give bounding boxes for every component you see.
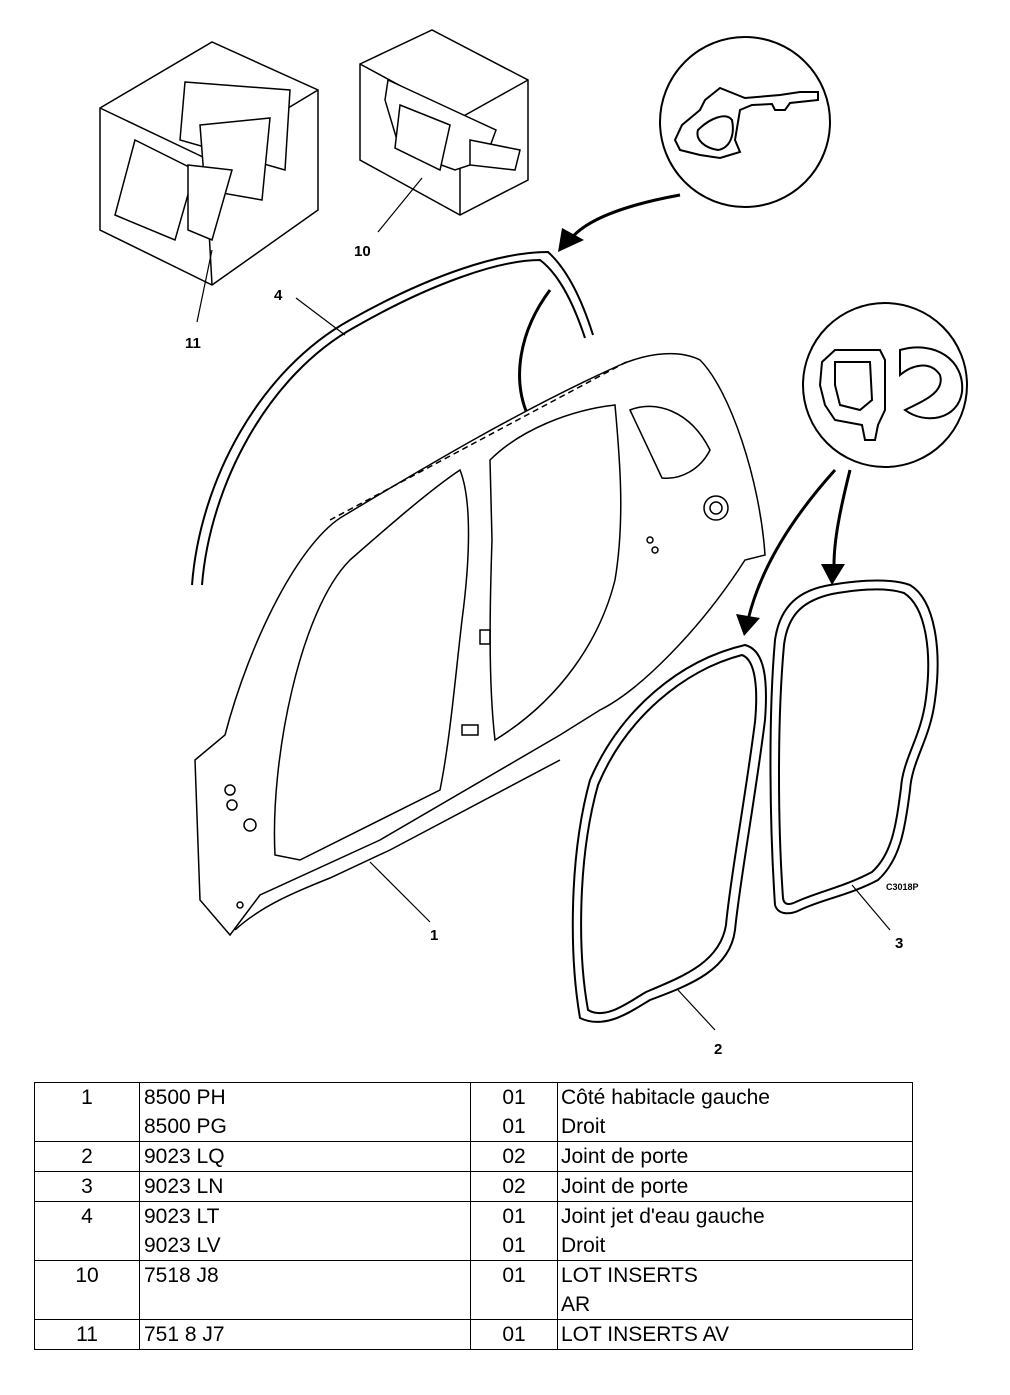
- callout-3: 3: [895, 935, 903, 952]
- front-door-seal: [571, 643, 767, 1023]
- part-reference: 9023 LQ: [139, 1141, 471, 1172]
- quantity: 01: [470, 1319, 558, 1350]
- profile-detail-circle-top: [659, 36, 831, 208]
- description: Joint de porte: [557, 1171, 913, 1202]
- row-number: 10: [34, 1260, 140, 1320]
- row-number: 2: [34, 1141, 140, 1172]
- part-reference: 751 8 J7: [139, 1319, 471, 1350]
- row-number: 3: [34, 1171, 140, 1202]
- front-inserts-box: [99, 41, 319, 286]
- quantity: 02: [470, 1141, 558, 1172]
- callout-4: 4: [274, 287, 283, 304]
- rear-inserts-box: [359, 29, 529, 216]
- profile-detail-circle-right: [802, 302, 968, 468]
- quantity: 02: [470, 1171, 558, 1202]
- part-reference: 9023 LN: [139, 1171, 471, 1202]
- row-number: 11: [34, 1319, 140, 1350]
- table-row: 3 9023 LN 02 Joint de porte: [34, 1171, 913, 1202]
- rear-door-seal: [769, 579, 939, 915]
- table-row: 11 751 8 J7 01 LOT INSERTS AV: [34, 1319, 913, 1350]
- exploded-parts-diagram: 4 11 10 1 2 3 C3018P: [99, 29, 968, 1058]
- body-side-panel: [194, 352, 766, 937]
- callout-11: 11: [185, 335, 201, 352]
- callout-10: 10: [354, 243, 371, 260]
- part-reference: 7518 J8: [139, 1260, 471, 1320]
- leader-lines: [196, 177, 891, 1031]
- callout-2: 2: [714, 1041, 722, 1058]
- quantity: 01: [470, 1260, 558, 1320]
- description: Joint de porte: [557, 1141, 913, 1172]
- callout-1: 1: [430, 927, 438, 944]
- row-number: 4: [34, 1201, 140, 1261]
- row-number: 1: [34, 1082, 140, 1142]
- description: LOT INSERTS AV: [557, 1319, 913, 1350]
- drip-seal-moulding: [191, 250, 594, 586]
- table-row: 2 9023 LQ 02 Joint de porte: [34, 1141, 913, 1172]
- drawing-code: C3018P: [886, 882, 919, 892]
